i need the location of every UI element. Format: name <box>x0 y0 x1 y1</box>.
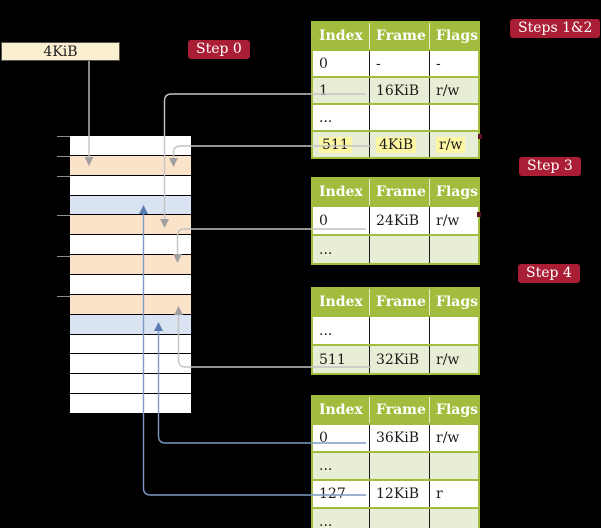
table-cell: 127 <box>319 486 346 502</box>
header-cell-frame: Frame <box>369 289 429 315</box>
table-cell <box>429 509 478 528</box>
table-cell: ... <box>319 458 333 474</box>
table-cell: r/w <box>429 346 478 373</box>
header-cell-index: Index <box>319 28 363 44</box>
memory-tick <box>57 256 70 257</box>
memory-tick <box>57 176 70 177</box>
table-cell: r/w <box>429 78 478 103</box>
header-cell-index: Index <box>319 294 363 310</box>
table-cell <box>429 236 478 263</box>
table-cell: 1 <box>319 82 328 99</box>
table-cell: 0 <box>319 430 328 446</box>
header-cell-frame: Frame <box>369 179 429 205</box>
table-cell <box>369 105 429 130</box>
physical-memory-stack <box>70 136 191 414</box>
frame-size-box: 4KiB <box>1 42 120 61</box>
table-cell: ... <box>319 322 333 339</box>
header-cell-flags: Flags <box>429 289 478 315</box>
memory-frame-row-40kib <box>70 334 191 355</box>
table-cell <box>429 105 478 130</box>
red-tick-2 <box>477 212 481 217</box>
table-cell <box>429 453 478 479</box>
table-cell <box>369 509 429 528</box>
badge-step-3: Step 3 <box>519 157 581 176</box>
table-cell: ... <box>319 241 333 258</box>
table-cell: r/w <box>429 207 478 234</box>
memory-frame-row-24kib <box>70 255 191 276</box>
table-cell: 4KiB <box>369 132 429 157</box>
table-cell: 0 <box>319 212 328 229</box>
table-row: 511 4KiB r/w <box>313 130 478 157</box>
table-cell: 511 <box>319 351 346 368</box>
table-row: ... <box>313 103 478 130</box>
table-row: ... <box>313 234 478 263</box>
table-cell: 36KiB <box>369 425 429 451</box>
badge-steps-1-2: Steps 1&2 <box>510 19 601 38</box>
memory-frame-row-8kib <box>70 175 191 196</box>
table-cell: 511 <box>313 132 369 157</box>
table-cell <box>369 236 429 263</box>
table-cell: 12KiB <box>369 481 429 507</box>
memory-tick <box>57 296 70 297</box>
header-cell-index: Index <box>319 402 363 418</box>
header-cell-frame: Frame <box>369 397 429 423</box>
table-cell <box>369 453 429 479</box>
table-row: ... <box>313 315 478 344</box>
header-cell-flags: Flags <box>429 397 478 423</box>
memory-frame-row-48kib <box>70 374 191 395</box>
table-cell: ... <box>319 514 333 528</box>
memory-frame-row-36kib <box>70 314 191 335</box>
highlighted-value: 511 <box>319 136 352 153</box>
memory-tick <box>57 215 70 216</box>
memory-frame-row-20kib <box>70 235 191 256</box>
table-cell: 24KiB <box>369 207 429 234</box>
table-cell <box>429 317 478 344</box>
table-row: 0 -- <box>313 49 478 76</box>
table-row: ... <box>313 451 478 479</box>
memory-frame-row-44kib <box>70 354 191 375</box>
highlighted-value: r/w <box>436 136 466 153</box>
memory-tick <box>57 156 70 157</box>
header-cell-flags: Flags <box>429 179 478 205</box>
header-cell-flags: Flags <box>429 23 478 49</box>
table-cell: ... <box>319 109 333 126</box>
badge-step-4: Step 4 <box>518 264 580 283</box>
table-row: ... <box>313 507 478 528</box>
memory-frame-row-16kib <box>70 215 191 236</box>
table-cell: r/w <box>429 132 478 157</box>
highlighted-value: 4KiB <box>376 136 417 153</box>
badge-step-0: Step 0 <box>188 40 250 59</box>
table-cell <box>369 317 429 344</box>
memory-frame-row-32kib <box>70 294 191 315</box>
header-cell-index: Index <box>319 184 363 200</box>
table-cell: 32KiB <box>369 346 429 373</box>
memory-frame-row-4kib <box>70 155 191 176</box>
table-cell: - <box>429 51 478 76</box>
table-cell: r <box>429 481 478 507</box>
table-cell: 0 <box>319 55 328 72</box>
memory-frame-row-28kib <box>70 275 191 295</box>
memory-frame-row-52kib <box>70 394 191 414</box>
memory-tick <box>57 136 70 137</box>
header-cell-frame: Frame <box>369 23 429 49</box>
table-cell: - <box>369 51 429 76</box>
table-cell: r/w <box>429 425 478 451</box>
red-tick-1 <box>478 134 482 139</box>
table-cell: 16KiB <box>369 78 429 103</box>
memory-frame-row-0kib <box>70 136 191 156</box>
memory-frame-row-12kib <box>70 195 191 216</box>
